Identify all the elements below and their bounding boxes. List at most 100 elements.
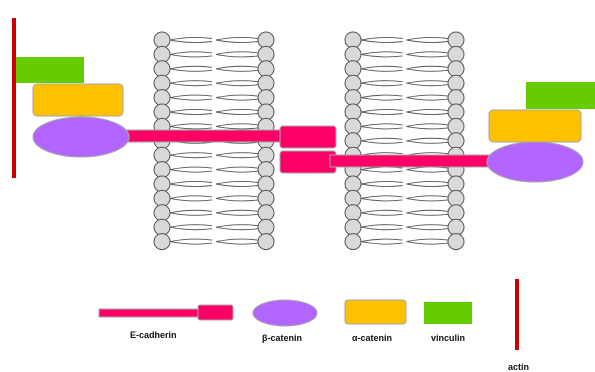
lipid-head <box>344 103 362 121</box>
lipid-head <box>344 60 362 78</box>
lipid-tail <box>360 39 403 44</box>
lipid-tail <box>215 154 259 159</box>
lipid-tail <box>215 226 259 231</box>
lipid-tail <box>406 108 449 113</box>
vinculin-right <box>526 82 595 109</box>
lipid-head <box>257 31 275 49</box>
lipid-tail <box>406 197 449 202</box>
legend-beta-catenin-symbol <box>252 299 318 327</box>
lipid-tail <box>169 123 213 127</box>
lipid-tail <box>169 180 213 185</box>
lipid-tail <box>360 125 403 130</box>
lipid-tail <box>360 108 403 113</box>
lipid-tail <box>169 108 213 113</box>
lipid-tail <box>360 137 403 142</box>
lipid-bilayer-right <box>344 31 465 251</box>
lipid-tail <box>406 226 449 231</box>
lipid-head <box>153 89 171 107</box>
lipid-tail <box>406 68 449 72</box>
lipid-tail <box>406 137 449 142</box>
lipid-head <box>447 204 465 222</box>
lipid-tail <box>360 183 403 188</box>
lipid-tail <box>169 195 213 199</box>
lipid-head <box>447 45 465 63</box>
lipid-tail <box>169 183 213 188</box>
lipid-head <box>153 74 171 92</box>
lipid-head <box>257 45 275 63</box>
lipid-head <box>153 103 171 121</box>
lipid-tail <box>360 140 403 144</box>
lipid-tail <box>360 212 403 216</box>
lipid-tail <box>169 154 213 159</box>
lipid-tail <box>406 82 449 87</box>
lipid-head <box>153 45 171 63</box>
lipid-tail <box>360 197 403 202</box>
lipid-tail <box>215 125 259 130</box>
lipid-tail <box>169 241 213 245</box>
lipid-tail <box>215 241 259 245</box>
lipid-head <box>447 175 465 193</box>
lipid-head <box>344 89 362 107</box>
lipid-head <box>447 31 465 49</box>
lipid-tail <box>215 53 259 58</box>
legend-alpha-catenin-symbol <box>344 299 407 325</box>
lipid-tail <box>360 209 403 214</box>
lipid-tail <box>215 123 259 127</box>
lipid-head <box>447 89 465 107</box>
e-cadherin-head-right <box>279 150 337 174</box>
lipid-tail <box>360 65 403 70</box>
lipid-head <box>257 175 275 193</box>
lipid-tail <box>406 97 449 101</box>
lipid-tail <box>406 238 449 243</box>
lipid-tail <box>169 51 213 55</box>
lipid-tail <box>169 152 213 156</box>
lipid-tail <box>169 212 213 216</box>
lipid-tail <box>360 82 403 87</box>
legend-label-actin: actin <box>508 362 530 372</box>
lipid-tail <box>215 224 259 228</box>
lipid-head <box>257 204 275 222</box>
lipid-head <box>257 146 275 164</box>
lipid-tail <box>215 80 259 84</box>
lipid-tail <box>360 80 403 84</box>
lipid-tail <box>406 224 449 228</box>
lipid-head <box>153 175 171 193</box>
lipid-head <box>153 204 171 222</box>
lipid-head <box>447 189 465 207</box>
lipid-head <box>447 132 465 150</box>
lipid-tail <box>169 80 213 84</box>
lipid-head <box>447 233 465 251</box>
lipid-tail <box>215 82 259 87</box>
lipid-tail <box>406 80 449 84</box>
e-cadherin-rod-left <box>111 129 288 143</box>
lipid-tail <box>406 53 449 58</box>
lipid-tail <box>215 68 259 72</box>
lipid-head <box>447 60 465 78</box>
legend-label-alpha-catenin: α-catenin <box>352 333 393 343</box>
lipid-tail <box>360 51 403 55</box>
lipid-head <box>257 60 275 78</box>
lipid-tail <box>215 97 259 101</box>
lipid-tail <box>215 180 259 185</box>
lipid-head <box>257 74 275 92</box>
lipid-tail <box>406 36 449 41</box>
vinculin-left <box>16 57 84 83</box>
lipid-tail <box>169 166 213 171</box>
lipid-tail <box>215 169 259 173</box>
lipid-tail <box>169 238 213 243</box>
lipid-tail <box>406 39 449 44</box>
lipid-tail <box>360 68 403 72</box>
lipid-tail <box>406 169 449 173</box>
lipid-tail <box>406 241 449 245</box>
lipid-tail <box>215 238 259 243</box>
lipid-tail <box>169 209 213 214</box>
beta-catenin-right <box>486 141 584 183</box>
lipid-tail <box>215 152 259 156</box>
lipid-tail <box>169 65 213 70</box>
lipid-tail <box>406 94 449 99</box>
lipid-tail <box>360 241 403 245</box>
lipid-head <box>153 233 171 251</box>
lipid-head <box>344 175 362 193</box>
lipid-head <box>344 45 362 63</box>
lipid-tail <box>406 125 449 130</box>
